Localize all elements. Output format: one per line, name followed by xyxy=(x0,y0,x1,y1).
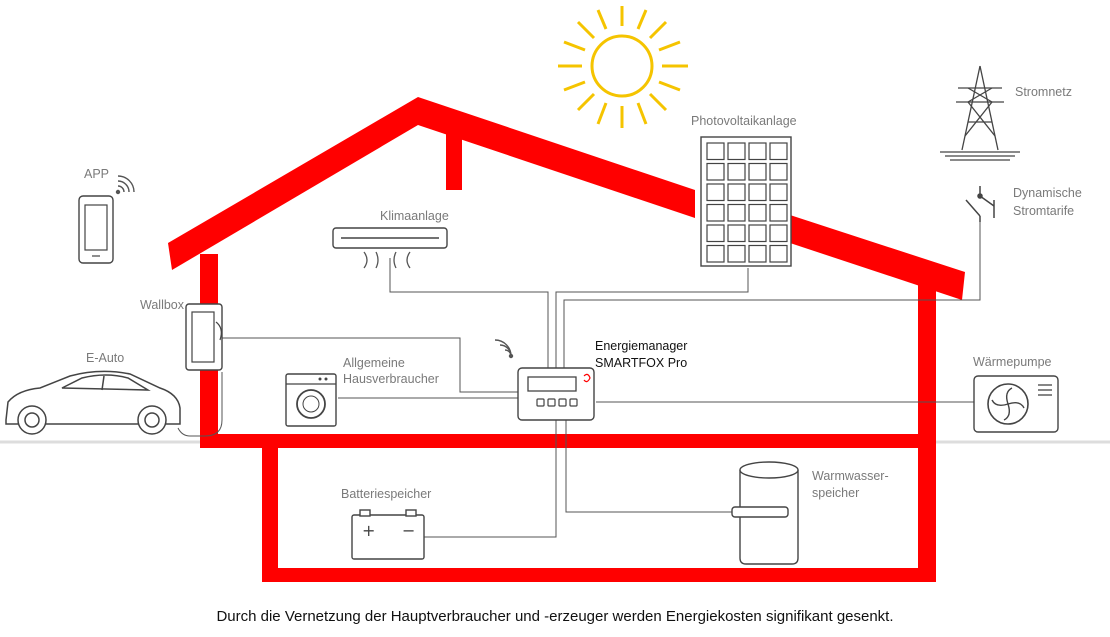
battery-minus-sign: − xyxy=(402,521,415,540)
label-batterie: Batteriespeicher xyxy=(341,487,431,501)
solar-cell xyxy=(727,203,746,222)
solar-cell xyxy=(748,224,767,243)
label-warmwasser-2: speicher xyxy=(812,486,859,500)
solar-cell xyxy=(769,244,788,263)
smartphone-icon xyxy=(78,195,114,264)
solar-cell xyxy=(727,142,746,161)
solar-panel-icon xyxy=(700,136,792,267)
solar-cell xyxy=(727,162,746,181)
wires xyxy=(177,222,981,538)
washing-machine-icon xyxy=(285,373,337,427)
label-photovoltaik: Photovoltaikanlage xyxy=(691,114,797,128)
wifi-icon xyxy=(115,175,135,195)
caption-text: Durch die Vernetzung der Hauptverbrauche… xyxy=(216,608,893,625)
label-tarife-2: Stromtarife xyxy=(1013,204,1074,218)
label-klimaanlage: Klimaanlage xyxy=(380,209,449,223)
solar-cell xyxy=(706,244,725,263)
wallbox-icon xyxy=(185,303,223,371)
solar-cell xyxy=(769,162,788,181)
car-icon xyxy=(5,370,181,435)
label-hausverbraucher-2: Hausverbraucher xyxy=(343,372,439,386)
solar-cell xyxy=(748,142,767,161)
sun-icon xyxy=(558,6,688,128)
solar-cell xyxy=(748,203,767,222)
label-e-auto: E-Auto xyxy=(86,351,124,365)
solar-cell xyxy=(769,203,788,222)
label-manager-1: Energiemanager xyxy=(595,339,687,353)
house-outline xyxy=(168,97,965,582)
label-waermepumpe: Wärmepumpe xyxy=(973,355,1052,369)
solar-cell xyxy=(769,142,788,161)
air-conditioner-icon xyxy=(332,227,448,269)
solar-cell xyxy=(748,183,767,202)
solar-cell xyxy=(706,183,725,202)
solar-cell xyxy=(769,224,788,243)
solar-cell xyxy=(727,183,746,202)
solar-cell xyxy=(706,142,725,161)
label-stromnetz: Stromnetz xyxy=(1015,85,1072,99)
solar-cell xyxy=(748,162,767,181)
solar-cell xyxy=(706,162,725,181)
solar-cell xyxy=(748,244,767,263)
solar-cell xyxy=(727,224,746,243)
solar-cell xyxy=(769,183,788,202)
solar-cell xyxy=(727,244,746,263)
wifi-icon xyxy=(494,339,514,359)
water-tank-icon xyxy=(731,461,799,565)
solar-cell xyxy=(706,203,725,222)
label-warmwasser-1: Warmwasser- xyxy=(812,469,889,483)
solar-cell xyxy=(706,224,725,243)
energy-manager-icon xyxy=(517,367,595,421)
label-hausverbraucher-1: Allgemeine xyxy=(343,356,405,370)
label-tarife-1: Dynamische xyxy=(1013,186,1082,200)
heat-pump-icon xyxy=(973,375,1059,433)
battery-icon xyxy=(351,509,425,560)
battery-plus-sign: + xyxy=(362,521,375,540)
switch-icon xyxy=(965,186,995,222)
label-app: APP xyxy=(84,167,109,181)
label-wallbox: Wallbox xyxy=(140,298,185,312)
label-manager-2: SMARTFOX Pro xyxy=(595,356,687,370)
power-tower-icon xyxy=(940,65,1020,161)
